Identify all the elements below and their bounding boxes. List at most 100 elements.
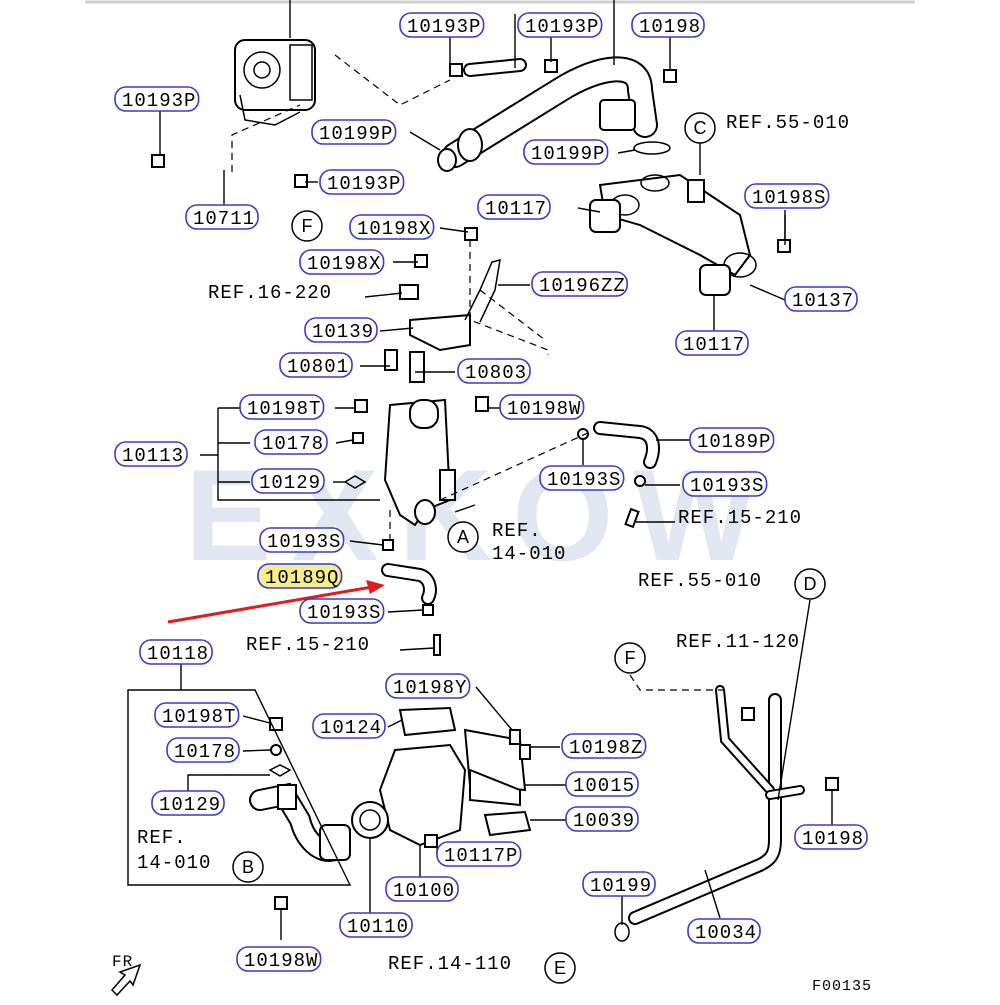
part-label-text: 10803 bbox=[465, 362, 527, 384]
part-label-text: 10193P bbox=[525, 16, 599, 38]
part-label: 10198T bbox=[239, 394, 325, 420]
part-label: 10199P bbox=[311, 119, 397, 145]
reference-label: REF. bbox=[137, 827, 187, 849]
part-label-text: 10100 bbox=[393, 880, 455, 902]
figure-code: F00135 bbox=[812, 978, 872, 995]
part-label-text: 10193S bbox=[547, 469, 621, 491]
callout-circle: B bbox=[232, 851, 264, 883]
part-label: 10193P bbox=[517, 12, 603, 38]
part-label-text: 10034 bbox=[695, 922, 757, 944]
front-direction-label: FR bbox=[112, 953, 133, 971]
part-label: 10118 bbox=[139, 639, 213, 665]
callout-circle-letter: C bbox=[694, 118, 707, 138]
reference-label: 14-010 bbox=[492, 543, 566, 565]
part-label: 10039 bbox=[565, 806, 639, 832]
reference-label: 14-010 bbox=[137, 852, 211, 874]
thermostat-housing-drawing bbox=[343, 396, 489, 527]
part-label-text: 10137 bbox=[792, 290, 854, 312]
part-label-text: 10199P bbox=[531, 143, 605, 165]
hose-10189p-drawing bbox=[439, 421, 660, 529]
part-label: 10801 bbox=[279, 352, 353, 378]
part-label-text: 10178 bbox=[174, 741, 236, 763]
part-label: 10199 bbox=[582, 871, 656, 897]
part-label-text: 10193S bbox=[307, 602, 381, 624]
part-label-text: 10189P bbox=[697, 431, 771, 453]
callout-circle-letter: F bbox=[302, 216, 313, 236]
fr-direction-arrow bbox=[110, 963, 142, 997]
part-label-text: 10178 bbox=[262, 433, 324, 455]
part-label: 10117 bbox=[675, 330, 749, 356]
part-label: 10198X bbox=[349, 214, 435, 240]
callout-circle: E bbox=[544, 952, 576, 984]
water-pipe-10129-drawing bbox=[249, 717, 351, 940]
part-label-text: 10118 bbox=[147, 643, 209, 665]
part-label-text: 10711 bbox=[193, 208, 255, 230]
hose-10711-drawing bbox=[123, 135, 308, 199]
part-label-text: 10193P bbox=[407, 16, 481, 38]
part-label: 10117P bbox=[436, 841, 522, 867]
part-label: 10198 bbox=[631, 12, 705, 38]
part-label-text: 10139 bbox=[312, 321, 374, 343]
dash-top-link bbox=[334, 54, 451, 106]
part-label-text: 10198 bbox=[639, 16, 701, 38]
callout-circle: A bbox=[447, 521, 479, 553]
part-label: 10198Z bbox=[561, 733, 647, 759]
part-label-text: 10198Z bbox=[569, 737, 643, 759]
part-label: 10198W bbox=[236, 946, 322, 972]
reference-label: REF.15-210 bbox=[678, 507, 802, 529]
part-label: 10189P bbox=[689, 427, 775, 453]
part-label: 10193S bbox=[682, 471, 768, 497]
part-label: 10129 bbox=[151, 790, 225, 816]
part-label: 10139 bbox=[304, 317, 378, 343]
part-label-text: 10110 bbox=[347, 916, 409, 938]
part-label-text: 10198T bbox=[247, 398, 321, 420]
group-10113-bracket bbox=[217, 408, 380, 501]
callout-circle-letter: A bbox=[457, 527, 469, 547]
red-pointer-arrow bbox=[167, 580, 385, 624]
part-label-text: 10124 bbox=[320, 717, 382, 739]
part-label: 10189Q bbox=[257, 563, 343, 589]
part-label: 10137 bbox=[784, 286, 858, 312]
part-label: 10198Y bbox=[385, 673, 471, 699]
part-label: 10198T bbox=[154, 702, 240, 728]
part-label-text: 10117 bbox=[485, 198, 547, 220]
reference-label: REF. bbox=[492, 520, 542, 542]
bypass-pipe-10034-drawing bbox=[614, 674, 839, 942]
part-label: 10178 bbox=[166, 737, 240, 763]
part-label: 10803 bbox=[457, 358, 531, 384]
part-label: 10193S bbox=[259, 527, 345, 553]
reference-label: REF.55-010 bbox=[638, 570, 762, 592]
part-label-text: 10117P bbox=[444, 845, 518, 867]
part-label: 10193P bbox=[399, 12, 485, 38]
part-label-text: 10198X bbox=[307, 253, 381, 275]
water-outlet-drawing bbox=[589, 173, 791, 296]
part-label: 10198 bbox=[794, 824, 868, 850]
part-label-text: 10198W bbox=[244, 950, 318, 972]
callout-circle-letter: E bbox=[554, 958, 566, 978]
reference-label: REF.16-220 bbox=[208, 282, 332, 304]
part-label-text: 10015 bbox=[573, 775, 635, 797]
callout-circle-letter: D bbox=[804, 574, 817, 594]
group-10118-box bbox=[127, 689, 352, 886]
reference-labels: REF.55-010REF.16-220REF.14-010REF.15-210… bbox=[137, 112, 850, 975]
part-label-text: 10196ZZ bbox=[539, 275, 626, 297]
callout-circle: C bbox=[684, 112, 716, 144]
part-label: 10100 bbox=[385, 876, 459, 902]
part-label-text: 10199P bbox=[319, 123, 393, 145]
part-label: 10193S bbox=[539, 465, 625, 491]
part-label-text: 10129 bbox=[159, 794, 221, 816]
reference-label: REF.55-010 bbox=[726, 112, 850, 134]
callout-circle: F bbox=[291, 210, 323, 242]
part-label: 10110 bbox=[339, 912, 413, 938]
part-label-text: 10193S bbox=[690, 475, 764, 497]
reference-label: REF.14-110 bbox=[388, 953, 512, 975]
part-label-text: 10198W bbox=[507, 398, 581, 420]
part-label: 10198X bbox=[299, 249, 385, 275]
part-label-text: 10193P bbox=[327, 173, 401, 195]
part-label-text: 10189Q bbox=[265, 567, 339, 589]
part-label-text: 10193P bbox=[122, 90, 196, 112]
part-label-text: 10039 bbox=[573, 810, 635, 832]
part-label-text: 10198 bbox=[802, 828, 864, 850]
